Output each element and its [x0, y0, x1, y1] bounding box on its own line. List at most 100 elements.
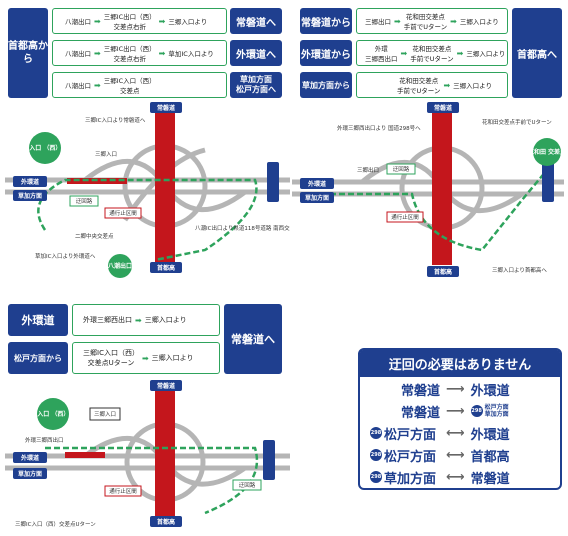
panel-c-route-2: 三郷IC入口（西） 交差点Uターン➡ 三郷入口より: [72, 342, 220, 374]
map-note-1: 三郷入口: [94, 410, 116, 418]
board-row-5: 298 草加方面 ⟷ 常磐道: [370, 468, 550, 487]
entrance-box: [89, 407, 121, 421]
panel-c-dest: 常磐道へ: [224, 304, 282, 374]
exit-bubble: [108, 254, 132, 278]
closed-legend: [104, 207, 142, 219]
map-note-4: 三郷出口: [357, 166, 379, 174]
board-row-2: 常磐道 ⟶ 298 松戸方面 草加方面: [370, 402, 550, 421]
label-left2: [13, 190, 47, 201]
label-left2: [13, 468, 47, 479]
board-from: 松戸方面: [384, 427, 437, 443]
panel-b-dest: 首都高へ: [512, 8, 562, 98]
detour-route: [37, 178, 258, 262]
arrow-right-icon: ➡: [94, 80, 101, 90]
detour-legend-text: 迂回路: [76, 197, 93, 205]
label-bottom: [150, 516, 182, 527]
arrow-right-icon: ➡: [456, 48, 464, 58]
arrow-right-icon: ➡: [135, 315, 142, 325]
board-from: 松戸方面: [384, 449, 437, 465]
panel-a-dest-3: 草加方面 松戸方面へ: [230, 72, 282, 98]
top-road-label: 常磐道: [157, 104, 175, 112]
label-right: [263, 440, 275, 480]
panel-a-dest-1: 常磐道へ: [230, 8, 282, 34]
callout-text: 三郷IC入口 （西）交差点: [19, 410, 88, 418]
panel-c-source-1: 外環道: [8, 304, 68, 336]
left2-road-label: 草加方面: [18, 470, 42, 478]
route-mid: 三郷IC出口（西） 交差点右折: [103, 45, 156, 63]
panel-b-route-2: 外環 三郷西出口➡ 花和田交差点 手前でUターン➡ 三郷入口より: [356, 40, 508, 66]
map-note-1: 三郷IC入口より常磐道へ: [85, 116, 146, 124]
label-top: [150, 102, 182, 113]
closed-section: [432, 105, 452, 265]
board-title: 迂回の必要はありません: [360, 350, 560, 377]
route-mid: 花和田交差点 手前でUターン: [403, 13, 448, 31]
board-row-3: 298 松戸方面 ⟷ 外環道: [370, 424, 550, 443]
label-bottom: [150, 262, 182, 273]
route-start: 三郷IC入口（西） 交差点Uターン: [83, 349, 139, 367]
detour-legend: [232, 479, 262, 491]
detour-route: [312, 169, 548, 252]
arrow-right-icon: ➡: [450, 16, 457, 26]
left2-road-label: 草加方面: [18, 192, 42, 200]
panel-b-source-2: 外環道から: [300, 40, 352, 66]
detour-legend-text: 迂回路: [393, 165, 410, 173]
route-start: 外環 三郷西出口: [365, 45, 398, 63]
route-end: 三郷入口より: [453, 82, 493, 90]
panel-b-route-1: 三郷出口➡ 花和田交差点 手前でUターン➡ 三郷入口より: [356, 8, 508, 34]
bottom-road-label: 首都高: [157, 518, 175, 526]
arrow-right-icon: ➡: [394, 16, 401, 26]
bottom-road-label: 首都高: [157, 264, 175, 272]
closed-legend-text: 通行止区間: [109, 487, 137, 495]
route-end: 三郷入口より: [459, 18, 499, 26]
left2-road-label: 草加方面: [305, 194, 329, 202]
route-start: 八潮出口: [65, 50, 91, 58]
route-298-icon: 298: [370, 449, 382, 461]
route-298-icon: 298: [370, 427, 382, 439]
panel-a-map: 常磐道 首都高 外環道 草加方面 通行止区間 三郷IC入口より常磐道へ 三郷入口…: [5, 102, 290, 278]
bottom-road-label: 首都高: [434, 268, 452, 276]
panel-c-source-2: 松戸方面から: [8, 342, 68, 374]
double-arrow-icon: ⟷: [446, 469, 465, 485]
double-arrow-icon: ⟶: [446, 381, 465, 397]
map-note-2: 外環三郷西出口: [25, 436, 64, 444]
callout-bubble: [29, 132, 61, 164]
label-left1: [13, 176, 47, 187]
route-end: 草加IC入口より: [168, 50, 214, 58]
map-note-3: 草加IC入口より外環道へ: [35, 252, 96, 260]
label-top: [427, 102, 459, 113]
panel-b-source-3: 草加方面から: [300, 72, 352, 98]
detour-legend: [69, 195, 99, 207]
panel-b-route-3: 花和田交差点 手前でUターン➡ 三郷入口より: [356, 72, 508, 98]
map-note-4: 八潮IC出口より県道118号道路 南西交差点左折: [195, 224, 290, 232]
double-arrow-icon: ⟷: [446, 447, 465, 463]
label-right: [542, 162, 554, 202]
callout-bubble: [37, 398, 69, 430]
route-start: 三郷出口: [365, 18, 391, 26]
route-end: 三郷入口より: [144, 316, 187, 324]
closed-legend: [104, 485, 142, 497]
map-note-2: 花和田交差点手前でUターン: [482, 118, 552, 126]
panel-c-route-1: 外環三郷西出口➡ 三郷入口より: [72, 304, 220, 336]
double-arrow-icon: ⟶: [446, 403, 465, 419]
top-road-label: 常磐道: [434, 104, 452, 112]
arrow-right-icon: ➡: [158, 48, 166, 58]
route-end: 三郷入口より: [466, 50, 506, 58]
closed-section: [155, 105, 175, 265]
route-start: 八潮出口: [65, 18, 91, 26]
closed-legend-text: 通行止区間: [391, 213, 419, 221]
map-note-1: 外環三郷西出口より 国道298号へ: [337, 124, 421, 132]
label-left1: [300, 178, 334, 189]
arrow-right-icon: ➡: [94, 48, 101, 58]
board-from: 常磐道: [400, 383, 440, 399]
board-to: 常磐道: [470, 471, 510, 487]
route-end: 三郷入口より: [168, 18, 208, 26]
label-bottom: [427, 266, 459, 277]
detour-legend: [386, 163, 416, 175]
board-to: 首都高: [470, 449, 510, 465]
arrow-right-icon: ➡: [400, 48, 408, 58]
closed-section: [155, 383, 175, 523]
left1-road-label: 外環道: [20, 454, 39, 462]
label-left1: [13, 452, 47, 463]
map-note-3: 三郷IC入口（西）交差点Uターン: [15, 520, 96, 528]
arrow-right-icon: ➡: [141, 353, 149, 363]
